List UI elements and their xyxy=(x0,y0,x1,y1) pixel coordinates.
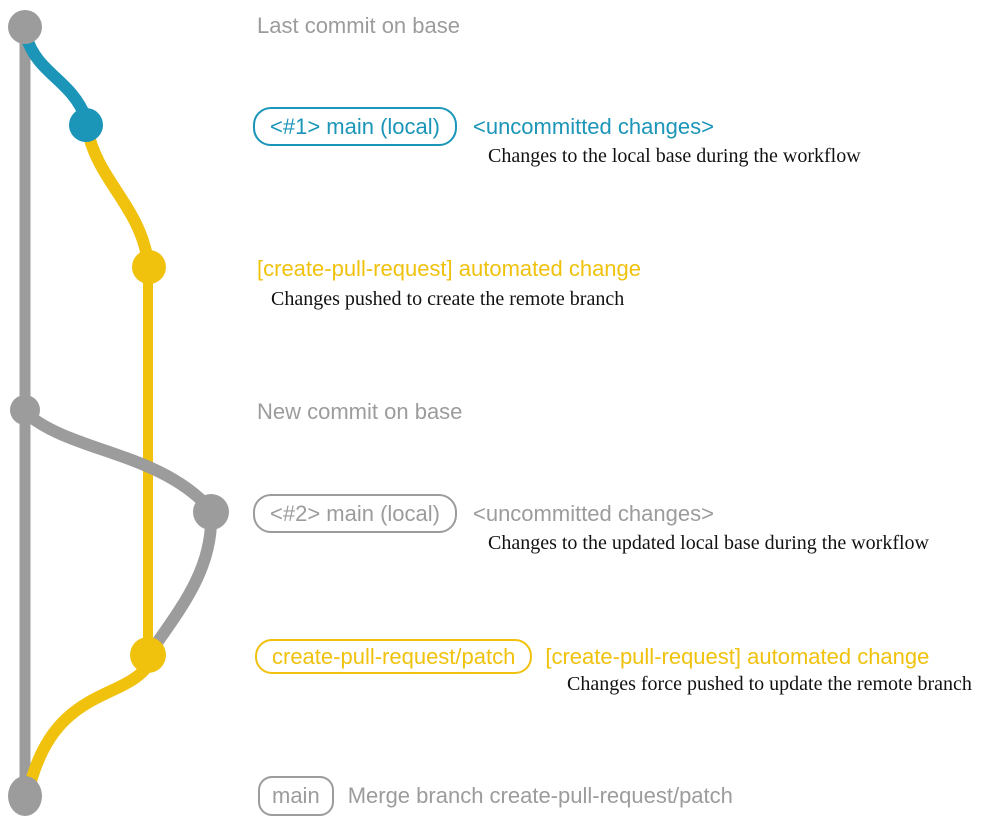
merge-row: main Merge branch create-pull-request/pa… xyxy=(258,776,733,816)
local-changes-branch-curve xyxy=(20,30,92,124)
patch-branch-badge: create-pull-request/patch xyxy=(255,639,533,674)
new-commit-label: New commit on base xyxy=(257,399,463,424)
commit-node-automated-change-2 xyxy=(130,637,166,673)
main2-note: <uncommitted changes> xyxy=(472,500,714,526)
commit-graph xyxy=(8,10,229,816)
commit-node-last-commit-on-base xyxy=(8,10,42,44)
main1-row: <#1> main (local) <uncommitted changes> xyxy=(253,107,714,146)
main1-note: <uncommitted changes> xyxy=(472,113,714,139)
main1-branch-badge: <#1> main (local) xyxy=(253,107,457,146)
commit-node-new-commit-on-base xyxy=(10,395,40,425)
commit-node-uncommitted-changes-2 xyxy=(193,494,229,530)
main1-description: Changes to the local base during the wor… xyxy=(488,145,861,167)
push1-note: [create-pull-request] automated change xyxy=(257,256,642,281)
main2-row: <#2> main (local) <uncommitted changes> xyxy=(253,494,714,533)
merge-branch-badge: main xyxy=(258,776,334,816)
push1-description: Changes pushed to create the remote bran… xyxy=(271,288,625,310)
patch-row: create-pull-request/patch [create-pull-r… xyxy=(255,639,929,674)
rebase-curve-in xyxy=(146,509,218,656)
patch-description: Changes force pushed to update the remot… xyxy=(567,673,972,695)
commit-node-uncommitted-changes-1 xyxy=(69,108,103,142)
commit-node-merge-commit xyxy=(8,776,42,816)
main2-description: Changes to the updated local base during… xyxy=(488,532,929,554)
rebase-curve-out xyxy=(20,407,216,515)
patch-branch-merge-curve xyxy=(24,662,152,791)
last-commit-label: Last commit on base xyxy=(257,13,460,38)
patch-note: [create-pull-request] automated change xyxy=(545,643,930,669)
main2-branch-badge: <#2> main (local) xyxy=(253,494,457,533)
merge-label: Merge branch create-pull-request/patch xyxy=(347,783,733,809)
commit-node-automated-change-1 xyxy=(132,250,166,284)
patch-branch-curve-top xyxy=(81,121,154,268)
